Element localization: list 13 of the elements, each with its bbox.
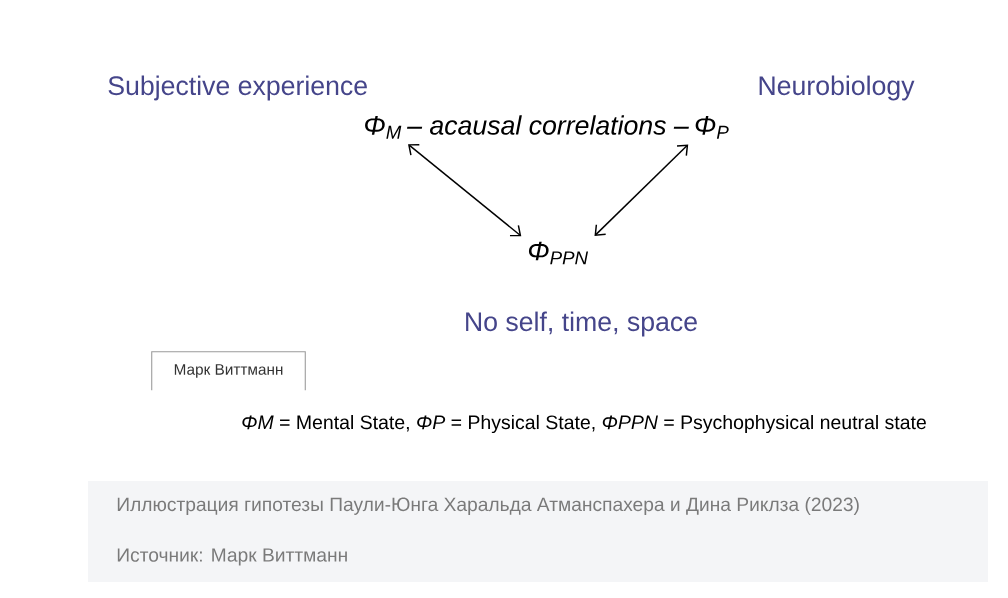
heading: Subjective experience [108,75,367,101]
symbol-text: Φ$_{M}$ [365,116,402,139]
heading: Neurobiology [759,75,915,101]
tab: Марк Виттманн [151,351,306,391]
definition-text: ΦM = Mental State, ΦP = Physical State, ΦPPN = Psychophysical neutral state [242,414,926,434]
arrow [408,144,522,237]
symbol-text: Φ$_{P}$ [695,116,729,139]
note-text: No self, time, space [466,311,697,337]
source-text: Источник: Марк Виттманн [117,548,347,566]
relation-text: – acausal correlations – [407,115,689,135]
symbol-text: Φ$_{PPN}$ [528,241,589,265]
arrow [594,144,689,236]
caption-text: Иллюстрация гипотезы Паули-Юнга Харальда Атманспахера и Дина Риклза (2023) [117,497,859,515]
